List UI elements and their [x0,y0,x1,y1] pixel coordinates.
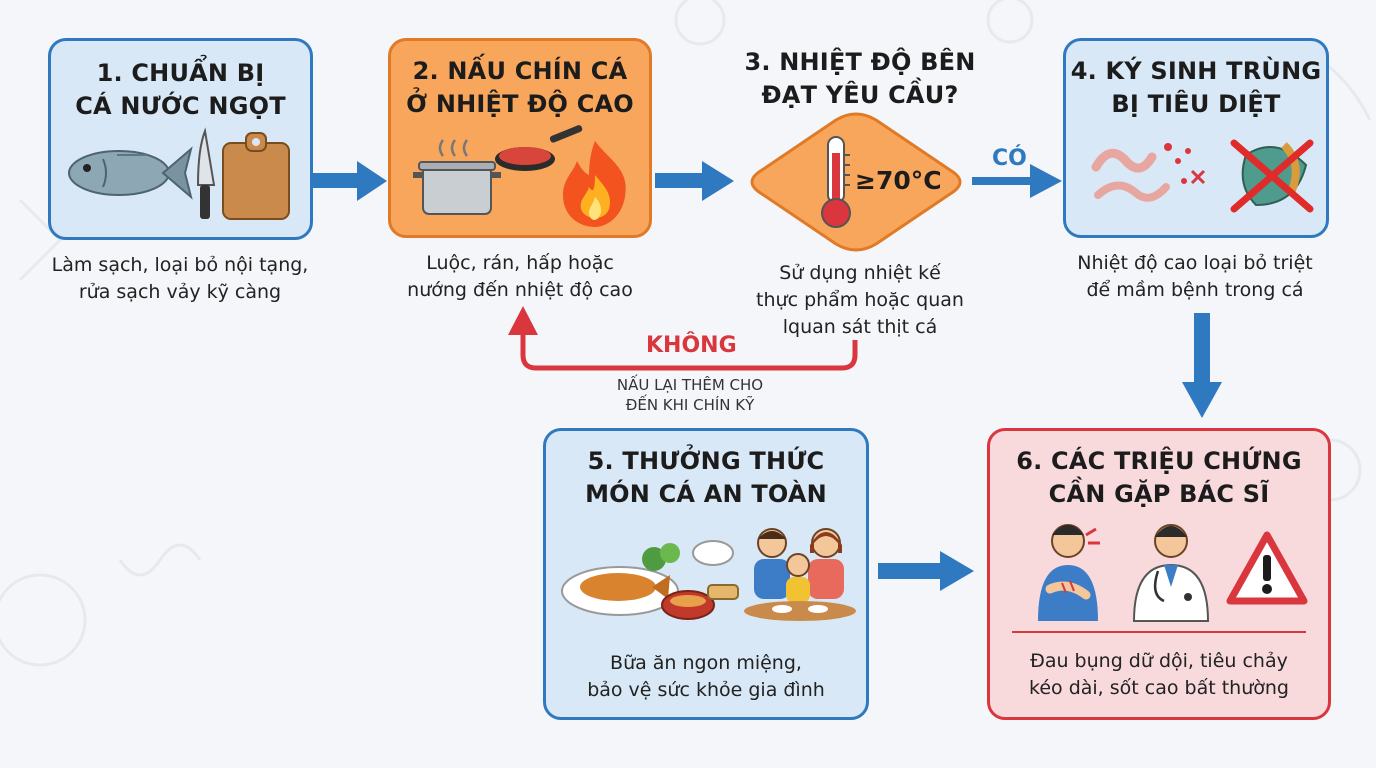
doctor-icon [1132,524,1210,622]
fire-icon [563,141,626,227]
step-3-title: 3. NHIỆT ĐỘ BÊN ĐẠT YÊU CẦU? [744,48,976,109]
step-1-title: 1. CHUẨN BỊ CÁ NƯỚC NGỌT [75,59,286,120]
no-branch-note: NẤU LẠI THÊM CHO ĐẾN KHI CHÍN KỸ [616,376,764,414]
cutting-board-icon [222,132,290,220]
step-2-description: Luộc, rán, hấp hoặc nướng đến nhiệt độ c… [407,252,633,301]
worm-icon [1091,143,1206,202]
step-5-description: Bữa ăn ngon miệng, bảo vệ sức khỏe gia đ… [587,652,825,701]
step-4-card: 4. KÝ SINH TRÙNG BỊ TIÊU DIỆT [1063,38,1329,238]
family-icon [744,528,856,621]
temperature-label: ≥70°C [855,166,942,195]
step-6-card: 6. CÁC TRIỆU CHỨNG CẦN GẶP BÁC SĨ [987,428,1331,720]
knife-icon [196,127,216,219]
warning-icon [1226,531,1308,605]
step-4-description: Nhiệt độ cao loại bỏ triệt để mầm bệnh t… [1077,252,1313,301]
step-3-description: Sử dụng nhiệt kế thực phẩm hoặc quan lqu… [756,262,964,338]
thermometer-icon [821,136,851,228]
crossed-fish-icon [1230,139,1314,213]
frying-pan-icon [495,125,583,171]
step-6-divider [1012,631,1306,633]
decision-diamond [750,112,962,252]
pot-icon [413,139,501,215]
step-5-card: 5. THƯỞNG THỨC MÓN CÁ AN TOÀN [543,428,869,720]
step-4-title: 4. KÝ SINH TRÙNG BỊ TIÊU DIỆT [1070,57,1322,118]
step-1-card: 1. CHUẨN BỊ CÁ NƯỚC NGỌT [48,38,313,240]
step-1-description: Làm sạch, loại bỏ nội tạng, rửa sạch vảy… [51,254,309,303]
yes-label: CÓ [992,146,1027,171]
step-6-title: 6. CÁC TRIỆU CHỨNG CẦN GẶP BÁC SĨ [1016,447,1302,508]
fish-dish-icon [561,540,739,620]
step-2-title: 2. NẤU CHÍN CÁ Ở NHIỆT ĐỘ CAO [406,57,634,118]
fish-icon [68,146,193,200]
no-label: KHÔNG [646,333,737,358]
step-5-title: 5. THƯỞNG THỨC MÓN CÁ AN TOÀN [585,447,827,508]
step-6-description: Đau bụng dữ dội, tiêu chảy kéo dài, sốt … [1029,650,1289,699]
sick-person-icon [1038,524,1100,621]
step-2-card: 2. NẤU CHÍN CÁ Ở NHIỆT ĐỘ CAO [388,38,652,238]
